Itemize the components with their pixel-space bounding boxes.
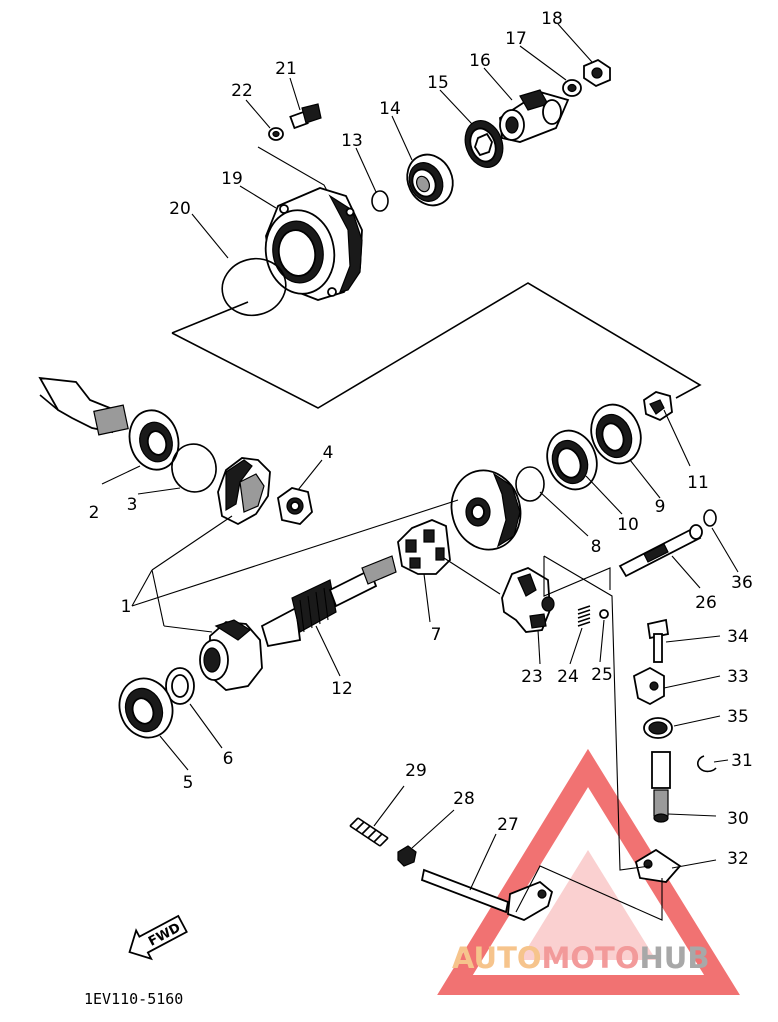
watermark-hub: HUB	[640, 941, 710, 975]
watermark-text: AUTOMOTOHUB	[452, 941, 709, 975]
callout-28: 28	[453, 789, 475, 809]
part-16-yoke	[499, 89, 570, 143]
callout-31: 31	[731, 751, 753, 771]
callout-29: 29	[405, 761, 427, 781]
callout-6: 6	[223, 749, 234, 769]
part-4-nut	[277, 487, 313, 525]
part-36-o-ring	[703, 509, 717, 527]
part-2-bearing	[38, 376, 180, 471]
part-1-gear-lower	[199, 619, 263, 691]
callout-32: 32	[727, 849, 749, 869]
callout-20: 20	[169, 199, 191, 219]
callout-15: 15	[427, 73, 449, 93]
part-35-oil-seal	[643, 717, 673, 739]
callout-35: 35	[727, 707, 749, 727]
callout-30: 30	[727, 809, 749, 829]
callout-33: 33	[727, 667, 749, 687]
callout-7: 7	[431, 625, 442, 645]
part-14-bearing	[406, 153, 454, 207]
callout-14: 14	[379, 99, 401, 119]
callout-26: 26	[695, 593, 717, 613]
callout-3: 3	[127, 495, 138, 515]
callout-8: 8	[591, 537, 602, 557]
callout-21: 21	[275, 59, 297, 79]
callout-24: 24	[557, 667, 579, 687]
callout-1a: 1	[121, 597, 132, 617]
part-30-shaft	[651, 751, 671, 823]
callout-12: 12	[331, 679, 353, 699]
part-6-shim	[165, 667, 195, 705]
diagram-code: 1EV110-5160	[84, 990, 183, 1008]
part-24-spring	[577, 605, 591, 627]
part-22-washer	[268, 127, 284, 141]
leader-lines	[101, 23, 739, 921]
part-18-nut	[583, 58, 611, 88]
part-19-bearing-housing	[264, 187, 363, 301]
part-20-o-ring	[221, 257, 287, 317]
part-25-ball	[599, 609, 609, 619]
callout-13: 13	[341, 131, 363, 151]
callout-5: 5	[183, 773, 194, 793]
callout-18: 18	[541, 9, 563, 29]
part-11-nut	[643, 391, 673, 422]
part-33-plate	[632, 666, 665, 706]
part-10-bearing-race	[546, 429, 598, 491]
part-28-nut	[397, 845, 417, 867]
callout-16: 16	[469, 51, 491, 71]
callout-25: 25	[591, 665, 613, 685]
part-1-gear-upper	[217, 457, 271, 526]
callout-10: 10	[617, 515, 639, 535]
part-9-bearing	[590, 403, 642, 465]
callout-23: 23	[521, 667, 543, 687]
callout-27: 27	[497, 815, 519, 835]
part-5-bearing	[118, 677, 174, 739]
callout-34: 34	[727, 627, 749, 647]
watermark-moto: MOTO	[542, 941, 640, 975]
callout-17: 17	[505, 29, 527, 49]
callout-36: 36	[731, 573, 753, 593]
part-3-o-ring	[171, 443, 217, 493]
part-17-washer	[562, 79, 582, 97]
part-1-gear-right	[450, 469, 522, 551]
part-15-oil-seal	[464, 120, 504, 168]
part-27-rod	[420, 868, 554, 921]
part-32-lever	[634, 848, 682, 883]
part-31-circlip	[697, 755, 717, 773]
callout-2: 2	[89, 503, 100, 523]
part-23-shift-fork	[501, 567, 555, 633]
callout-labels: 1 2 3 4 5 6 7 8 9 10 11 12 13 14 15 16 1…	[89, 9, 753, 869]
part-12-pinion-shaft	[260, 555, 397, 648]
part-21-bolt	[289, 103, 322, 130]
fwd-arrow: FWD	[128, 914, 188, 961]
part-13-circlip	[371, 190, 389, 212]
part-34-bolt	[646, 618, 670, 663]
callout-4: 4	[323, 443, 334, 463]
part-8-o-ring	[515, 466, 545, 502]
watermark-auto: AUTO	[452, 941, 542, 975]
part-29-spring	[349, 817, 389, 847]
callout-9: 9	[655, 497, 666, 517]
callout-11: 11	[687, 473, 709, 493]
callout-19: 19	[221, 169, 243, 189]
part-7-clutch-dog	[397, 519, 451, 575]
part-26-shift-shaft	[618, 524, 703, 578]
callout-22: 22	[231, 81, 253, 101]
